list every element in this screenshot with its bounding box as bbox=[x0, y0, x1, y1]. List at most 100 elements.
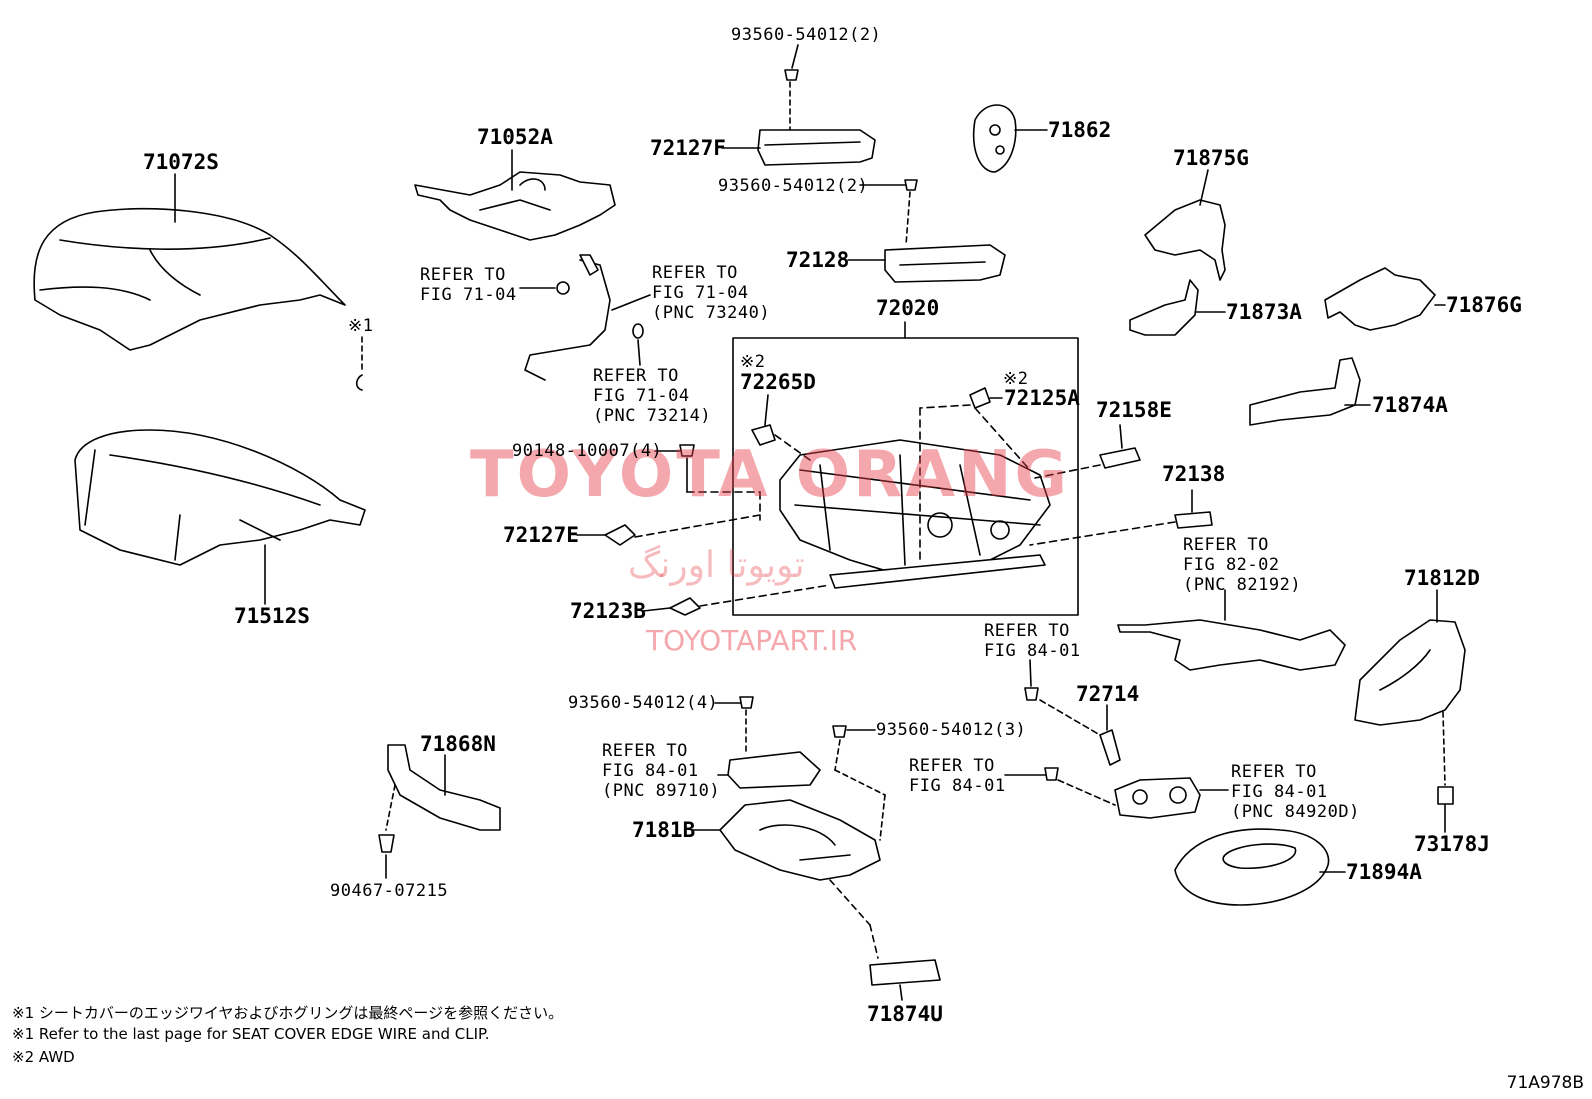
dashed-93560-3b bbox=[834, 769, 886, 796]
label-72127E: 72127E bbox=[503, 523, 579, 547]
leader-r5 bbox=[1029, 659, 1032, 687]
watermark-persian: تویوتا اورنگ bbox=[628, 545, 805, 586]
leader-72123B bbox=[642, 607, 671, 612]
seat-cushion-cover-shape bbox=[33, 207, 346, 351]
cover-71868N-shape bbox=[387, 744, 501, 831]
ref-6-line-2: FIG 84-01 bbox=[602, 761, 699, 781]
bracket-72714-shape bbox=[1099, 729, 1121, 766]
leader-71875G bbox=[1199, 169, 1209, 206]
cover-72123B-shape bbox=[669, 597, 701, 616]
marker-note1-clip: ※1 bbox=[348, 316, 374, 336]
label-bolt-mid: 93560-54012(2) bbox=[718, 176, 869, 196]
marker-note2-72125A: ※2 bbox=[1003, 369, 1029, 389]
ref-6-line-3: (PNC 89710) bbox=[602, 781, 721, 801]
bolt-93560-3-icon bbox=[832, 725, 847, 738]
watermark-brand: TOYOTA ORANG bbox=[470, 438, 1071, 512]
cover-71894A-shape bbox=[1174, 828, 1330, 906]
bolt-93560-4-icon bbox=[739, 696, 754, 709]
label-71512S: 71512S bbox=[234, 604, 310, 628]
ref-block-4: REFER TO FIG 82-02 (PNC 82192) bbox=[1183, 535, 1301, 595]
label-71876G: 71876G bbox=[1446, 293, 1522, 317]
ref-3-line-2: FIG 71-04 bbox=[593, 386, 690, 406]
assembly-dashed-lines bbox=[634, 404, 1176, 607]
watermark-site: TOYOTAPART.IR bbox=[646, 624, 858, 657]
ref-7-line-2: FIG 84-01 bbox=[909, 776, 1006, 796]
cover-72127F-shape bbox=[757, 129, 876, 166]
bolt-r5-icon bbox=[1024, 687, 1039, 701]
dashed-71874U bbox=[829, 879, 871, 926]
label-72138: 72138 bbox=[1162, 462, 1226, 486]
label-72265D: 72265D bbox=[740, 370, 816, 394]
clip-73178J-shape bbox=[1437, 786, 1454, 805]
clip-shape bbox=[355, 374, 363, 391]
label-71874A: 71874A bbox=[1372, 393, 1448, 417]
ref-block-1: REFER TO FIG 71-04 bbox=[420, 265, 517, 305]
ref-3-line-3: (PNC 73214) bbox=[593, 406, 712, 426]
dashed-90467 bbox=[385, 784, 396, 831]
shield-71873A-shape bbox=[1129, 279, 1199, 336]
bracket-7181B-shape bbox=[719, 799, 881, 881]
bracket-72125A-shape bbox=[969, 387, 991, 409]
label-71072S: 71072S bbox=[143, 150, 219, 174]
ref-2-line-1: REFER TO bbox=[652, 263, 738, 283]
ref-8-line-2: FIG 84-01 bbox=[1231, 782, 1328, 802]
ref-block-5: REFER TO FIG 84-01 bbox=[984, 621, 1081, 661]
label-71868N: 71868N bbox=[420, 732, 496, 756]
marker-note2-72265D: ※2 bbox=[740, 352, 766, 372]
ref-4-line-3: (PNC 82192) bbox=[1183, 575, 1302, 595]
label-bolt-93560-4: 93560-54012(4) bbox=[568, 693, 719, 713]
harness-shape bbox=[524, 254, 644, 381]
dashed-93560-3 bbox=[834, 739, 841, 771]
label-71052A: 71052A bbox=[477, 125, 553, 149]
dashed-71874U-b bbox=[869, 924, 879, 959]
label-7181B: 7181B bbox=[632, 818, 696, 842]
cover-72127E-shape bbox=[604, 524, 636, 546]
leader-r2 bbox=[611, 294, 651, 311]
leader-71874U bbox=[899, 984, 903, 1001]
ref-7-line-1: REFER TO bbox=[909, 756, 995, 776]
ref-5-line-1: REFER TO bbox=[984, 621, 1070, 641]
figure-id: 71A978B bbox=[1506, 1073, 1584, 1093]
ref-block-8: REFER TO FIG 84-01 (PNC 84920D) bbox=[1231, 762, 1360, 822]
label-72020: 72020 bbox=[876, 296, 940, 320]
ref-6-line-1: REFER TO bbox=[602, 741, 688, 761]
label-bolt-90148: 90148-10007(4) bbox=[512, 441, 663, 461]
shield-71875G-shape bbox=[1144, 199, 1226, 281]
ref-4-line-1: REFER TO bbox=[1183, 535, 1269, 555]
dashed-84920D bbox=[1057, 779, 1116, 806]
leader-bolt-top bbox=[791, 44, 799, 69]
footnote-2: ※2 AWD bbox=[12, 1048, 75, 1066]
label-72128: 72128 bbox=[786, 248, 850, 272]
dashed-73178J bbox=[1442, 711, 1446, 786]
label-71875G: 71875G bbox=[1173, 146, 1249, 170]
label-bolt-top: 93560-54012(2) bbox=[731, 25, 882, 45]
seat-adjuster-shape bbox=[779, 439, 1051, 589]
cover-71862-shape bbox=[972, 104, 1017, 173]
label-71894A: 71894A bbox=[1346, 860, 1422, 884]
shield-71874A-shape bbox=[1249, 357, 1361, 426]
ref-3-line-1: REFER TO bbox=[593, 366, 679, 386]
ref-4-line-2: FIG 82-02 bbox=[1183, 555, 1280, 575]
label-72158E: 72158E bbox=[1096, 398, 1172, 422]
label-71874U: 71874U bbox=[867, 1002, 943, 1026]
label-71812D: 71812D bbox=[1404, 566, 1480, 590]
ref-block-6: REFER TO FIG 84-01 (PNC 89710) bbox=[602, 741, 720, 801]
footnote-1-jp: ※1 シートカバーのエッジワイヤおよびホグリングは最終ページを参照ください。 bbox=[12, 1004, 564, 1022]
leader-72265D bbox=[764, 394, 769, 426]
dashed-72714 bbox=[1039, 699, 1101, 736]
ref-2-line-2: FIG 71-04 bbox=[652, 283, 749, 303]
ref-1-line-1: REFER TO bbox=[420, 265, 506, 285]
label-72125A: 72125A bbox=[1004, 386, 1080, 410]
bolt-mid-icon bbox=[904, 179, 918, 191]
label-72127F: 72127F bbox=[650, 136, 726, 160]
ref-1-line-2: FIG 71-04 bbox=[420, 285, 517, 305]
ref-block-7: REFER TO FIG 84-01 bbox=[909, 756, 1006, 796]
ref-block-2: REFER TO FIG 71-04 (PNC 73240) bbox=[652, 263, 770, 323]
bolt-90148-icon bbox=[679, 444, 695, 457]
label-72714: 72714 bbox=[1076, 682, 1140, 706]
cover-71812D-shape bbox=[1354, 619, 1466, 726]
switch-84920D-shape bbox=[1114, 777, 1201, 819]
ref-block-3: REFER TO FIG 71-04 (PNC 73214) bbox=[593, 366, 711, 426]
harness-82192-shape bbox=[1117, 619, 1346, 671]
